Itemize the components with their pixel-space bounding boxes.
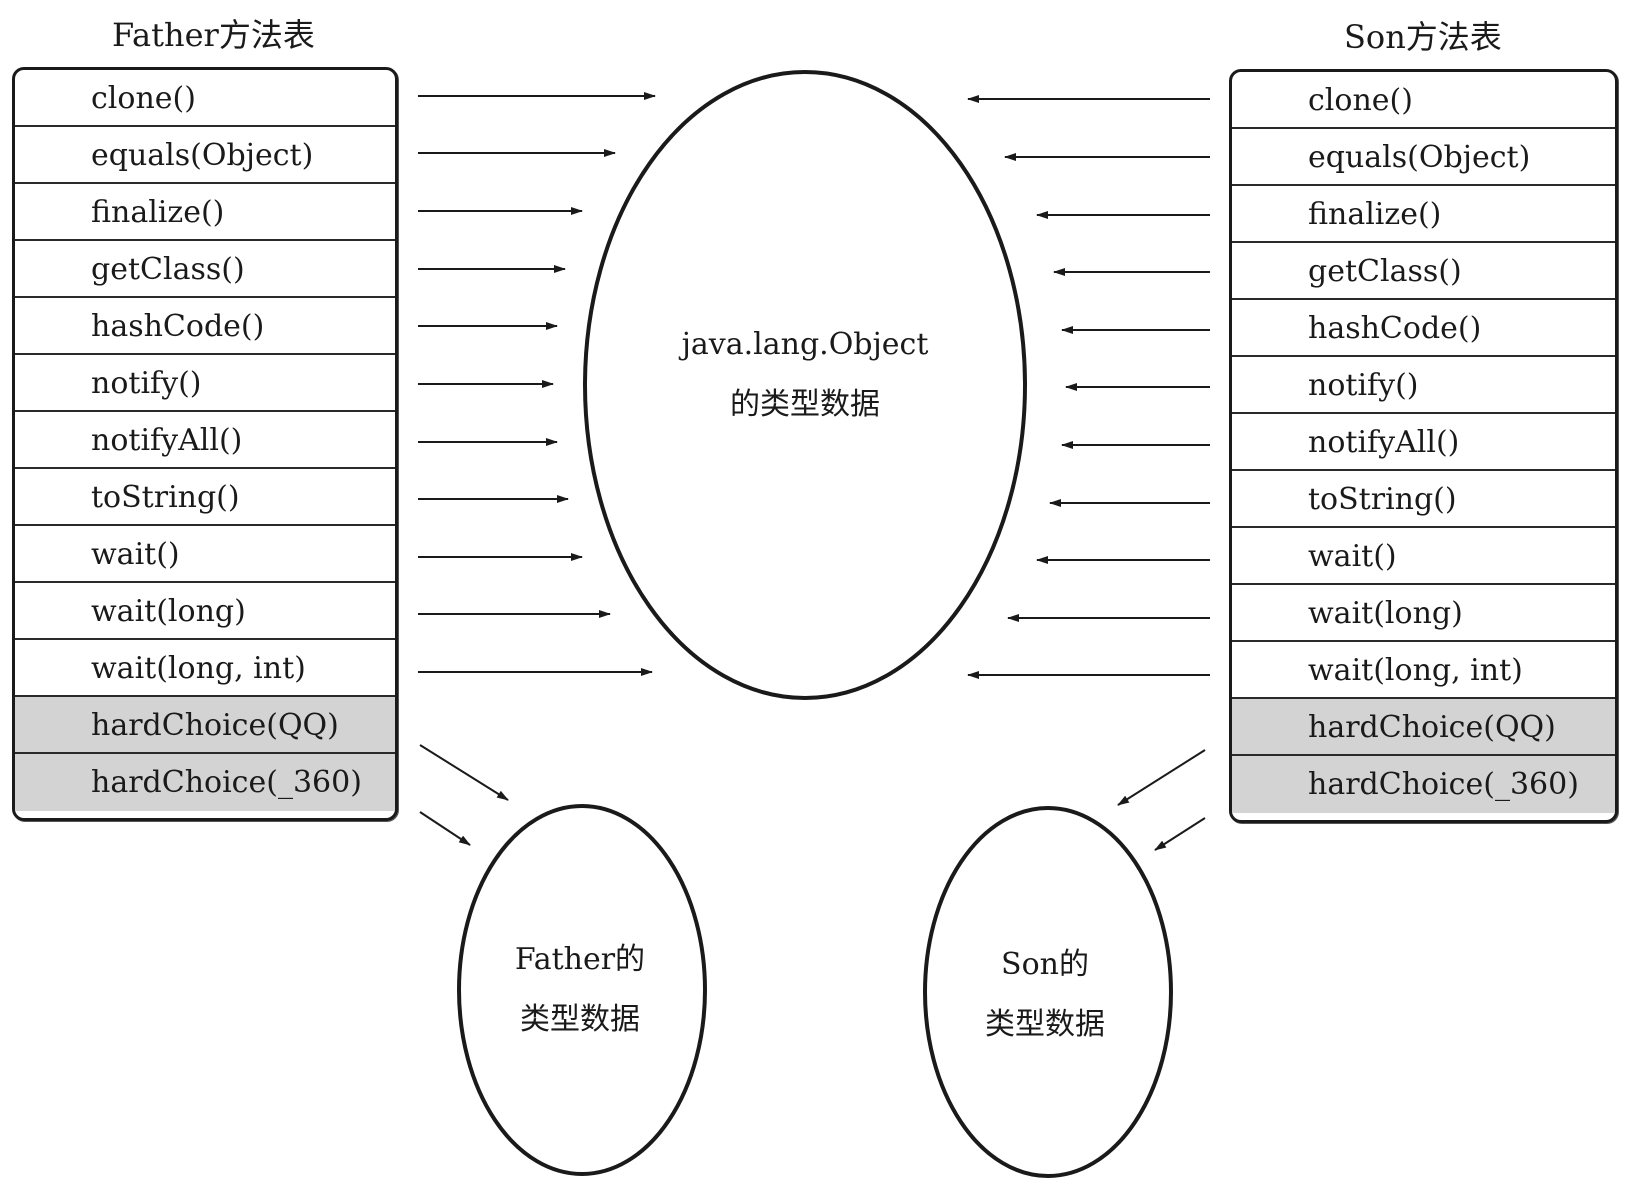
son-method-row: clone() xyxy=(1232,72,1615,129)
father-method-table: clone() equals(Object) finalize() getCla… xyxy=(12,67,398,821)
son-method-table: clone() equals(Object) finalize() getCla… xyxy=(1229,69,1618,823)
son-to-son-type-arrow xyxy=(1154,817,1206,851)
son-to-son-type-arrow xyxy=(1117,749,1206,806)
object-type-data-line2: 的类型数据 xyxy=(730,387,880,422)
father-method-row: finalize() xyxy=(15,184,395,241)
object-type-data-line1: java.lang.Object xyxy=(681,327,929,362)
object-type-data-ellipse xyxy=(583,70,1027,700)
son-type-data-line1: Son的 xyxy=(1001,947,1089,982)
father-method-row: notifyAll() xyxy=(15,412,395,469)
father-type-data-ellipse xyxy=(457,804,707,1176)
son-method-row: toString() xyxy=(1232,471,1615,528)
father-method-row: notify() xyxy=(15,355,395,412)
son-method-row: notify() xyxy=(1232,357,1615,414)
son-override-row: hardChoice(QQ) xyxy=(1232,699,1615,756)
son-method-row: equals(Object) xyxy=(1232,129,1615,186)
father-method-row: wait(long, int) xyxy=(15,640,395,697)
son-method-row: wait(long) xyxy=(1232,585,1615,642)
son-method-row: hashCode() xyxy=(1232,300,1615,357)
son-method-row: getClass() xyxy=(1232,243,1615,300)
son-method-row: finalize() xyxy=(1232,186,1615,243)
father-method-row: clone() xyxy=(15,70,395,127)
father-type-data-line1: Father的 xyxy=(514,942,646,977)
father-method-row: wait() xyxy=(15,526,395,583)
object-type-data-label: java.lang.Object 的类型数据 xyxy=(680,315,930,435)
father-method-row: getClass() xyxy=(15,241,395,298)
son-override-row: hardChoice(_360) xyxy=(1232,756,1615,813)
father-method-row: equals(Object) xyxy=(15,127,395,184)
son-method-row: wait(long, int) xyxy=(1232,642,1615,699)
father-override-row: hardChoice(QQ) xyxy=(15,697,395,754)
father-method-table-title: Father方法表 xyxy=(112,16,315,54)
father-method-row: toString() xyxy=(15,469,395,526)
father-override-row: hardChoice(_360) xyxy=(15,754,395,811)
son-type-data-ellipse xyxy=(923,806,1173,1178)
father-to-father-type-arrow xyxy=(419,744,509,801)
son-method-row: wait() xyxy=(1232,528,1615,585)
father-method-row: wait(long) xyxy=(15,583,395,640)
son-method-table-title: Son方法表 xyxy=(1344,18,1502,56)
son-type-data-line2: 类型数据 xyxy=(985,1007,1105,1042)
father-type-data-line2: 类型数据 xyxy=(520,1002,640,1037)
father-to-father-type-arrow xyxy=(419,811,471,846)
son-type-data-label: Son的 类型数据 xyxy=(945,935,1145,1055)
son-method-row: notifyAll() xyxy=(1232,414,1615,471)
father-method-row: hashCode() xyxy=(15,298,395,355)
father-type-data-label: Father的 类型数据 xyxy=(480,930,680,1050)
